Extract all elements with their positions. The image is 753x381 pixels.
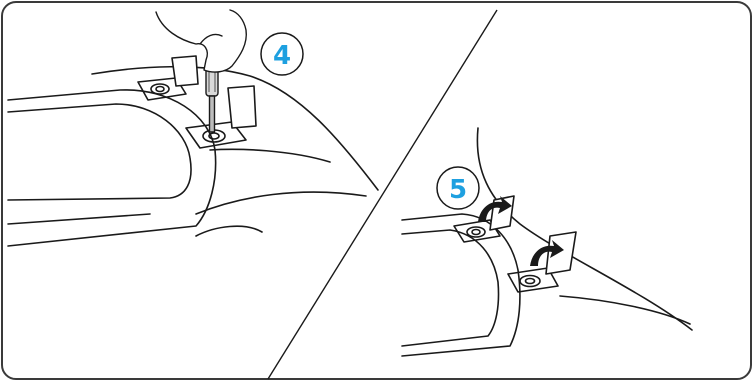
rubber-flap-lower	[228, 86, 256, 128]
rubber-flap-upper	[172, 56, 198, 86]
step-5-badge: 5	[437, 167, 479, 209]
step-4-badge: 4	[261, 33, 303, 75]
step-5-number: 5	[449, 175, 467, 205]
step-4-number: 4	[273, 41, 291, 71]
